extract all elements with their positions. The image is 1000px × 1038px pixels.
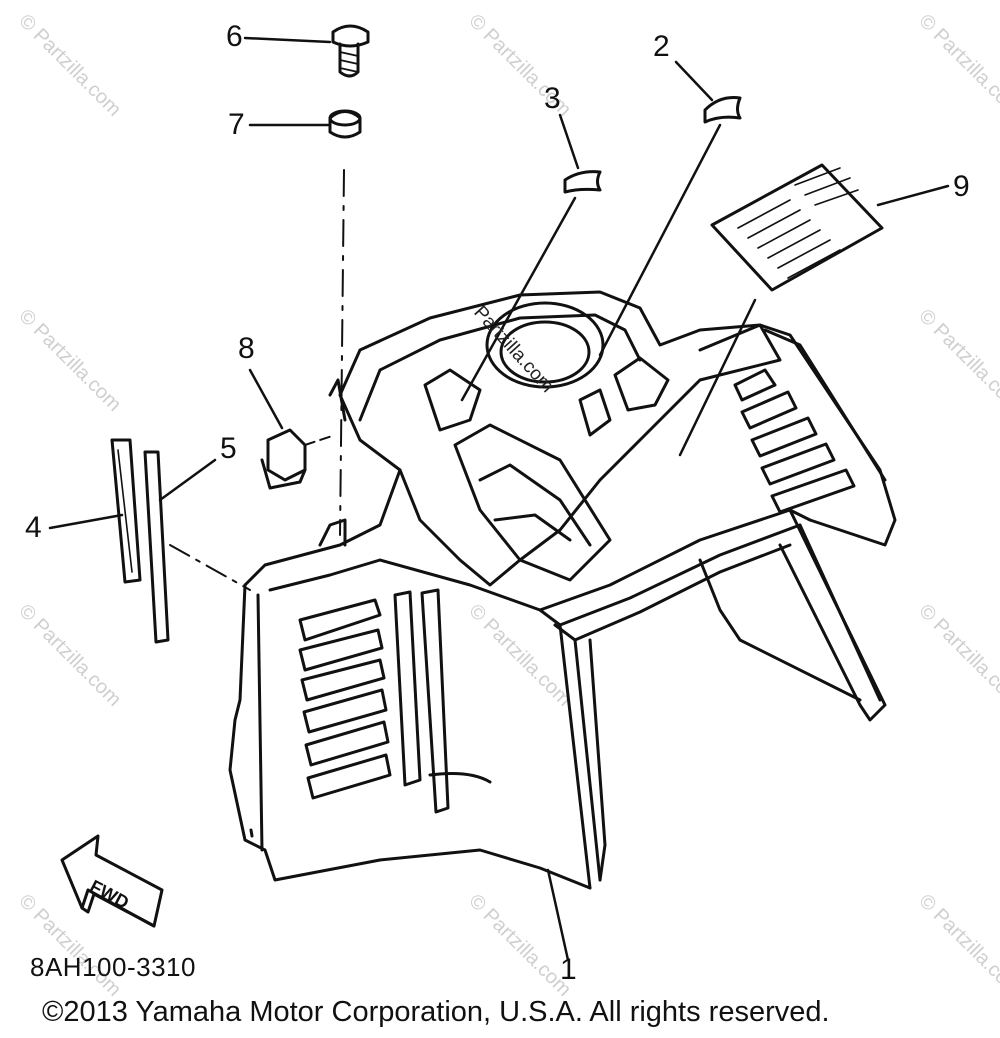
callout-3: 3 [544,82,561,115]
grommet-part-3 [563,170,602,194]
label-plate-part-9 [710,163,884,292]
callout-8: 8 [238,332,255,365]
leader-line-5 [158,458,217,502]
callout-7: 7 [228,108,245,141]
leader-line-4-5-axis [169,544,251,591]
leader-line-2b [598,123,722,357]
leader-line-8b [304,434,336,446]
collar-part-7 [328,109,362,139]
copyright-notice: ©2013 Yamaha Motor Corporation, U.S.A. A… [42,996,830,1028]
callout-9: 9 [953,170,970,203]
leader-line-6-7-axis [339,169,345,536]
front-cover-part [228,290,897,890]
callout-4: 4 [25,511,42,544]
bolt-part-6 [331,24,370,78]
right-louvre-vents [733,368,856,514]
left-louvre-vents [298,598,392,800]
leader-line-3 [558,113,580,170]
leader-line-4 [48,513,124,530]
callout-5: 5 [220,432,237,465]
grommet-part-2 [703,96,742,124]
trim-strip-part-4 [110,438,142,584]
leader-line-3b [460,196,577,402]
leader-line-8 [248,368,284,430]
clip-part-8 [260,428,307,490]
diagram-code: 8AH100-3310 [30,952,196,982]
leader-line-6 [243,36,332,44]
leader-line-9 [876,184,950,207]
leader-line-9b [678,298,757,457]
callout-2: 2 [653,30,670,63]
callout-1: 1 [560,953,577,986]
trim-strip-part-5 [143,450,170,644]
forward-arrow-icon [60,834,164,928]
callout-6: 6 [226,20,243,53]
leader-line-1 [546,868,570,962]
leader-line-2 [674,60,714,102]
